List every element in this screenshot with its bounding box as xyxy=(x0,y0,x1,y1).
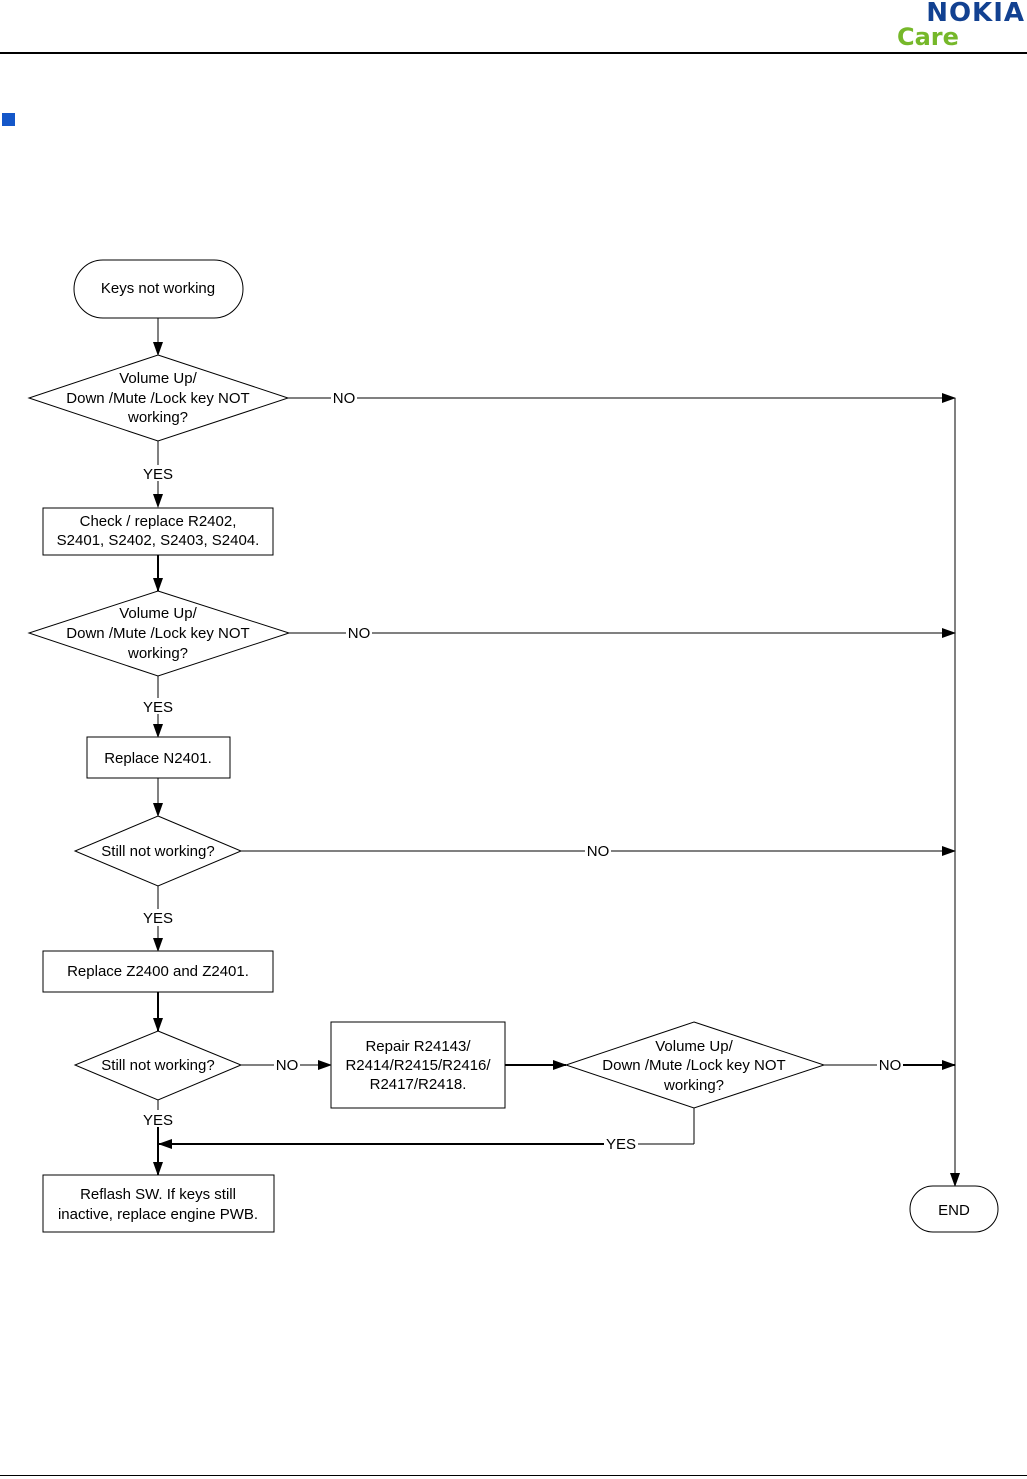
process-replace-z2400: Replace Z2400 and Z2401. xyxy=(42,950,274,993)
yes-label-4: YES xyxy=(143,1112,173,1129)
decision-5-line-1: Volume Up/ xyxy=(655,1038,733,1055)
no-label-2: NO xyxy=(348,625,371,642)
yes-label-5: YES xyxy=(606,1136,636,1153)
branch-labels: YES YES YES YES YES NO NO NO NO NO xyxy=(143,390,901,1153)
logo-nokia-text: NOKIA xyxy=(926,0,1025,28)
footer-rule xyxy=(0,1475,1027,1476)
decision-still-not-working-2: Still not working? xyxy=(73,1030,243,1101)
process-repair-resistors: Repair R24143/ R2414/R2415/R2416/ R2417/… xyxy=(330,1021,506,1109)
decision-still-not-working-1: Still not working? xyxy=(73,815,243,887)
yes-label-1: YES xyxy=(143,466,173,483)
decision-1-line-2: Down /Mute /Lock key NOT xyxy=(66,390,249,407)
decision-2-line-2: Down /Mute /Lock key NOT xyxy=(66,625,249,642)
process-replace-n2401: Replace N2401. xyxy=(86,736,231,779)
yes-label-2: YES xyxy=(143,699,173,716)
process-5-line-1: Reflash SW. If keys still xyxy=(80,1186,236,1203)
decision-2-line-1: Volume Up/ xyxy=(119,605,197,622)
decision-3-label: Still not working? xyxy=(101,843,214,860)
connectors xyxy=(153,318,960,1187)
process-check-replace: Check / replace R2402, S2401, S2402, S24… xyxy=(42,507,274,556)
no-label-4: NO xyxy=(276,1057,299,1074)
process-reflash-sw: Reflash SW. If keys still inactive, repl… xyxy=(42,1174,275,1233)
logo-care-text: Care xyxy=(897,23,959,51)
decision-volume-keys-2: Volume Up/ Down /Mute /Lock key NOT work… xyxy=(27,590,291,677)
process-1-line-2: S2401, S2402, S2403, S2404. xyxy=(57,532,260,549)
process-4-line-1: Repair R24143/ xyxy=(365,1038,471,1055)
section-bullet-icon xyxy=(2,113,15,126)
process-3-label: Replace Z2400 and Z2401. xyxy=(67,963,249,980)
process-1-line-1: Check / replace R2402, xyxy=(80,513,237,530)
start-label: Keys not working xyxy=(101,280,215,297)
start-terminator: Keys not working xyxy=(73,259,244,319)
process-4-line-3: R2417/R2418. xyxy=(370,1076,467,1093)
no-label-3: NO xyxy=(587,843,610,860)
decision-5-line-3: working? xyxy=(663,1077,724,1094)
decision-volume-keys-3: Volume Up/ Down /Mute /Lock key NOT work… xyxy=(564,1021,826,1109)
process-4-line-2: R2414/R2415/R2416/ xyxy=(345,1057,491,1074)
nokia-care-logo: NOKIA Care xyxy=(893,0,1025,51)
decision-2-line-3: working? xyxy=(127,645,188,662)
decision-volume-keys-1: Volume Up/ Down /Mute /Lock key NOT work… xyxy=(27,354,290,442)
no-label-1: NO xyxy=(333,390,356,407)
yes-label-3: YES xyxy=(143,910,173,927)
process-5-line-2: inactive, replace engine PWB. xyxy=(58,1206,258,1223)
decision-4-label: Still not working? xyxy=(101,1057,214,1074)
process-2-label: Replace N2401. xyxy=(104,750,212,767)
end-terminator: END xyxy=(909,1185,999,1233)
end-label: END xyxy=(938,1202,970,1219)
decision-5-line-2: Down /Mute /Lock key NOT xyxy=(602,1057,785,1074)
decision-1-line-1: Volume Up/ xyxy=(119,370,197,387)
decision-1-line-3: working? xyxy=(127,409,188,426)
header-rule xyxy=(0,52,1027,54)
no-label-5: NO xyxy=(879,1057,902,1074)
